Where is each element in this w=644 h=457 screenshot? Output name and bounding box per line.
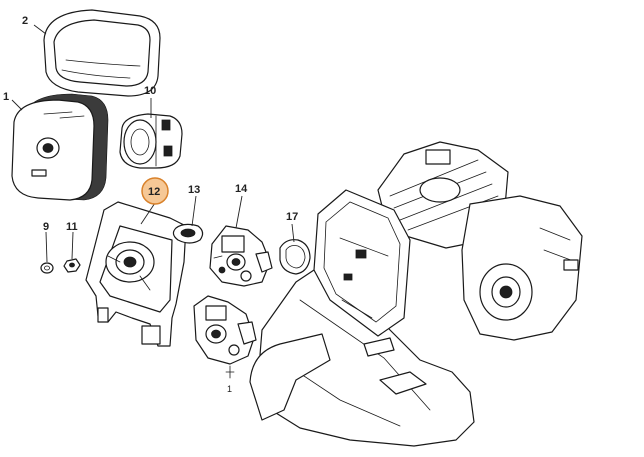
callout-9[interactable]: 9 [43, 221, 49, 233]
callout-12[interactable]: 12 [141, 177, 169, 205]
chainsaw-housing [249, 141, 583, 447]
nut[interactable] [63, 258, 81, 273]
carburetor-upper[interactable] [209, 225, 273, 287]
prefilter-sleeve[interactable] [43, 9, 161, 97]
callout-2-label: 2 [22, 15, 28, 27]
callout-12-highlight [141, 177, 169, 205]
callout-14-label: 14 [235, 183, 248, 195]
callout-10-label: 10 [144, 85, 156, 97]
leader-lines [11, 24, 295, 263]
carburetor-lower[interactable] [193, 295, 257, 379]
callout-17-label: 17 [286, 211, 298, 223]
filter-base[interactable] [85, 201, 187, 347]
callout-9-label: 9 [43, 221, 49, 233]
washer[interactable] [40, 262, 54, 274]
callout-11[interactable]: 11 [66, 221, 78, 233]
callout-1-label: 1 [3, 91, 9, 103]
callout-12-label: 12 [148, 186, 160, 198]
callout-13-label: 13 [188, 184, 200, 196]
callout-11-label: 11 [66, 221, 78, 233]
air-filter[interactable] [11, 93, 109, 201]
bottom-mark: 1 [227, 384, 232, 394]
callout-14[interactable]: 14 [235, 183, 248, 195]
ring-gasket[interactable] [279, 239, 311, 275]
callout-10[interactable]: 10 [144, 85, 156, 97]
gasket[interactable] [172, 223, 204, 244]
callout-1[interactable]: 1 [3, 91, 9, 103]
callout-17[interactable]: 17 [286, 211, 298, 223]
callout-13[interactable]: 13 [188, 184, 200, 196]
filter-insert[interactable] [119, 113, 183, 169]
callout-2[interactable]: 2 [22, 15, 28, 27]
